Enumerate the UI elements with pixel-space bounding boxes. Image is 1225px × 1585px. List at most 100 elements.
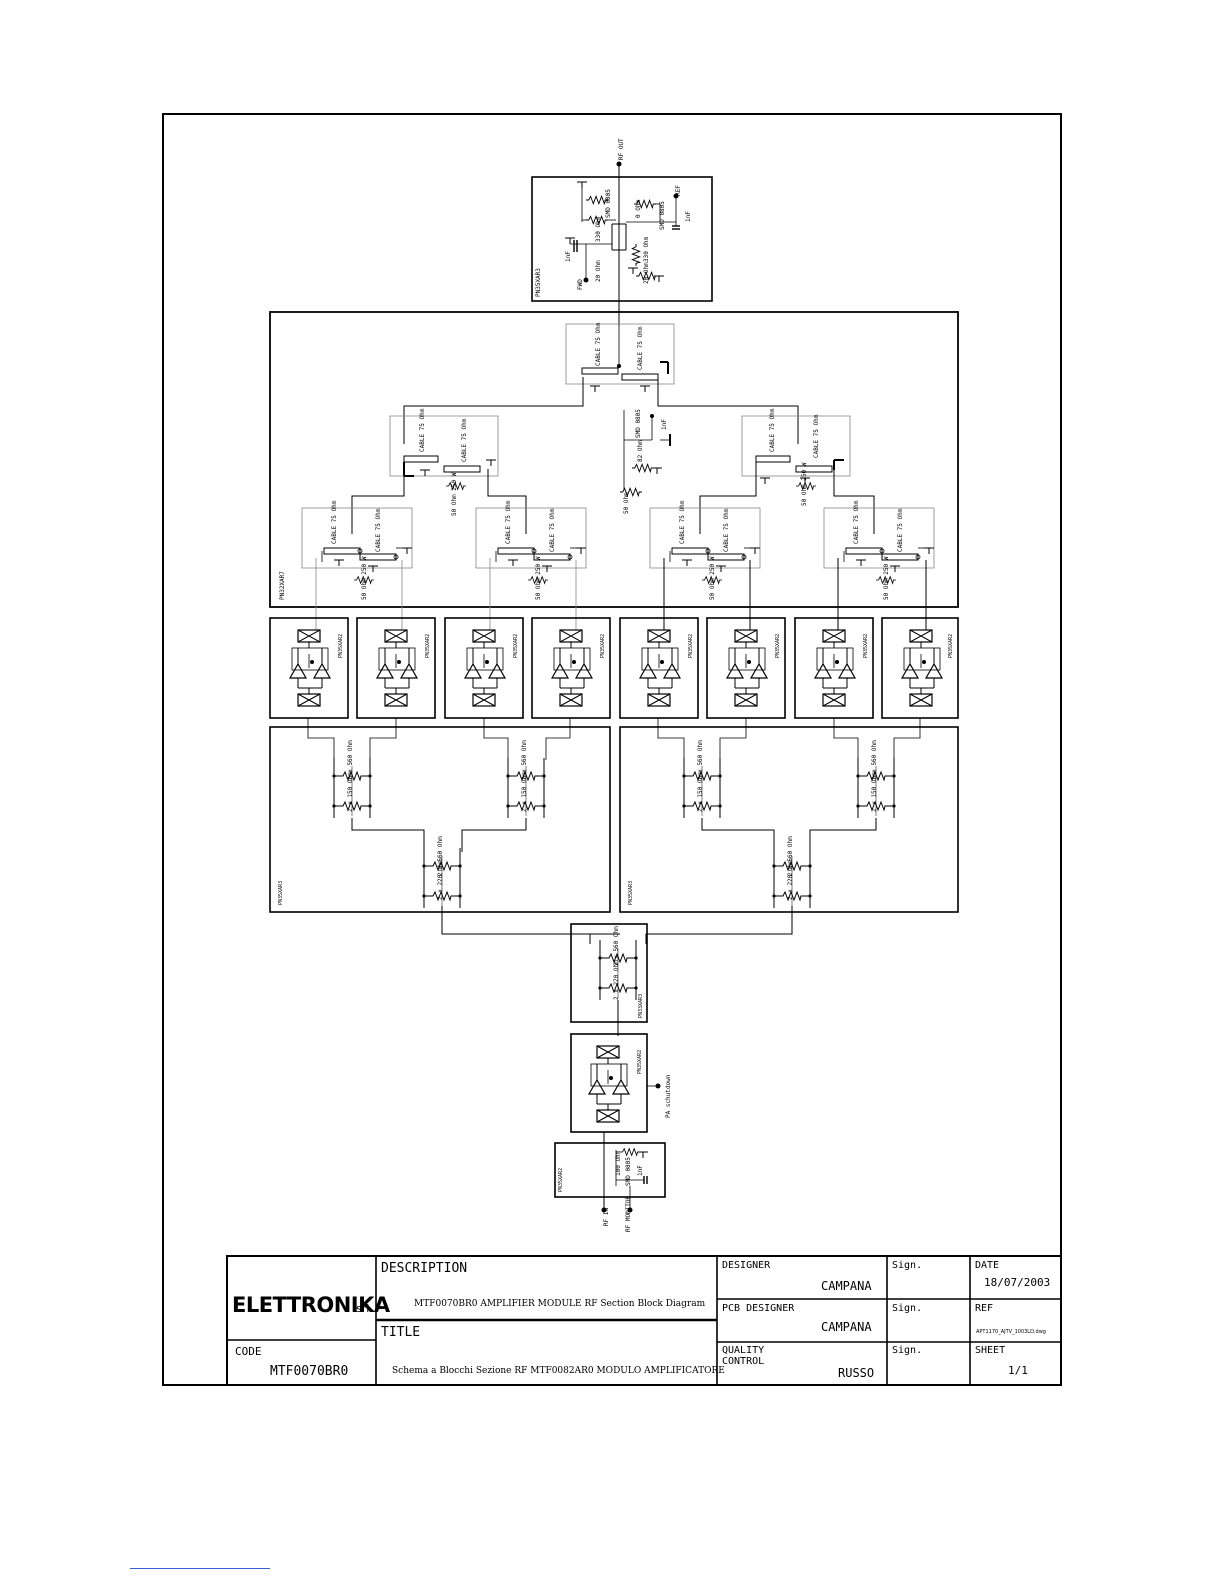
coupler-top-cap-a: 1nF bbox=[565, 251, 572, 262]
cable-l3-1a: CABLE 75 Ohm bbox=[331, 500, 338, 544]
split-left-mid-bot: 2 x 220 Ohm bbox=[437, 860, 444, 900]
coupler-top-r20a: 20 Ohm bbox=[643, 262, 650, 284]
split-right-mid-top: 2 x 560 Ohm bbox=[787, 836, 794, 876]
amplifier-row: PN35XAR2 PN35XAR2 PN35XAR2 PN35XAR2 PN35… bbox=[269, 617, 959, 719]
main-split-top: 2 x 560 Ohm bbox=[613, 926, 620, 966]
pcb-designer-label: PCB DESIGNER bbox=[722, 1303, 795, 1314]
center-res-out: 50 Ohm bbox=[623, 492, 630, 514]
svg-text:PN35XAR3: PN35XAR3 bbox=[628, 881, 634, 905]
description-label: DESCRIPTION bbox=[381, 1261, 467, 1276]
svg-text:PN35XAR2: PN35XAR2 bbox=[558, 1168, 564, 1192]
coupler-top-label: PN35XAR3 bbox=[535, 268, 542, 297]
title-block: ELETTRONIKA srl CODE MTF0070BR0 DESCRIPT… bbox=[226, 1255, 1062, 1386]
amp-module-6: PN35XAR2 bbox=[706, 617, 786, 719]
rf-out-label: RF OUT bbox=[618, 138, 625, 160]
input-r100: 100 Ohm bbox=[615, 1150, 622, 1176]
split-right-b-top: 2 x 560 Ohm bbox=[871, 740, 878, 780]
split-right-a-bot: 2 x 150 Ohm bbox=[697, 772, 704, 812]
pa-schutdown-label: PA schutdown bbox=[665, 1074, 672, 1118]
driver-amplifier: PN35XAR2 bbox=[570, 1033, 648, 1133]
amp-module-1: PN35XAR2 bbox=[269, 617, 349, 719]
designer-label: DESIGNER bbox=[722, 1260, 771, 1271]
coupler-top-r20b: 20 Ohm bbox=[595, 260, 602, 282]
sign-label-2: Sign. bbox=[892, 1303, 922, 1314]
cable-label-top-a: CABLE 75 Ohm bbox=[595, 322, 602, 366]
rf-in-terminal bbox=[601, 1207, 607, 1213]
svg-text:PN35XAR2: PN35XAR2 bbox=[863, 634, 869, 658]
cable-l3-4a: CABLE 75 Ohm bbox=[853, 500, 860, 544]
load-l3-3: 50 Ohm 250 W bbox=[709, 556, 716, 600]
amp-module-7: PN35XAR2 bbox=[794, 617, 874, 719]
coupler-top-cap-b: 1nF bbox=[685, 211, 692, 222]
sheet-value: 1/1 bbox=[1008, 1364, 1028, 1377]
input-smd: SMD 0805 bbox=[625, 1157, 632, 1186]
svg-text:PN35XAR2: PN35XAR2 bbox=[600, 634, 606, 658]
split-right-a-top: 2 x 560 Ohm bbox=[697, 740, 704, 780]
amp-module-5: PN35XAR2 bbox=[619, 617, 699, 719]
ref-label-tb: REF bbox=[975, 1303, 993, 1314]
cable-label-l2-a: CABLE 75 Ohm bbox=[419, 408, 426, 452]
coupler-top-smd-b: SMD 0805 bbox=[659, 201, 666, 230]
sign-label-3: Sign. bbox=[892, 1345, 922, 1356]
input-coupler-block: PN35XAR2 100 Ohm SMD 0805 1nF bbox=[554, 1132, 666, 1210]
center-r82: 82 Ohm bbox=[637, 440, 644, 462]
drawing-border bbox=[162, 113, 1062, 1386]
splitter-right: PN35XAR3 2 x 560 Ohm 2 x 150 Ohm 2 x 560… bbox=[619, 718, 959, 913]
cable-l3-1b: CABLE 75 Ohm bbox=[375, 508, 382, 552]
svg-text:srl: srl bbox=[356, 1302, 369, 1315]
load-label-l2: 50 Ohm 250 W bbox=[451, 472, 458, 516]
designer-value: CAMPANA bbox=[821, 1279, 872, 1293]
cable-label-top-b: CABLE 75 Ohm bbox=[637, 326, 644, 370]
rf-in-label: RF IN bbox=[603, 1208, 610, 1226]
sheet-label: SHEET bbox=[975, 1345, 1005, 1356]
cable-label-r2-a: CABLE 75 Ohm bbox=[769, 408, 776, 452]
sign-label-1: Sign. bbox=[892, 1260, 922, 1271]
cable-label-r2-b: CABLE 75 Ohm bbox=[813, 414, 820, 458]
main-splitter: 2 x 560 Ohm 2 x 220 Ohm PN33XAR3 bbox=[570, 923, 648, 1036]
pa-schutdown-terminal bbox=[655, 1083, 661, 1089]
footer-rule bbox=[130, 1568, 270, 1569]
svg-text:PN35XAR2: PN35XAR2 bbox=[338, 634, 344, 658]
split-right-mid-bot: 2 x 220 Ohm bbox=[787, 860, 794, 900]
combiner-block: PN32XAR7 CABLE 75 Ohm CABLE 75 Ohm SMD 0… bbox=[269, 311, 959, 630]
main-split-bot: 2 x 220 Ohm bbox=[613, 960, 620, 1000]
cable-label-l2-b: CABLE 75 Ohm bbox=[461, 418, 468, 462]
combiner-label: PN32XAR7 bbox=[279, 571, 286, 600]
rf-monitor-label: RF MONITOR bbox=[625, 1195, 632, 1232]
description-value: MTF0070BR0 AMPLIFIER MODULE RF Section B… bbox=[414, 1299, 706, 1309]
center-smd: SMD 0805 bbox=[635, 409, 642, 438]
svg-text:PN35XAR2: PN35XAR2 bbox=[775, 634, 781, 658]
cable-l3-3a: CABLE 75 Ohm bbox=[679, 500, 686, 544]
amp-module-2: PN35XAR2 bbox=[356, 617, 436, 719]
load-label-r2: 50 Ohm 250 W bbox=[801, 462, 808, 506]
split-right-b-bot: 2 x 150 Ohm bbox=[871, 772, 878, 812]
load-l3-1: 50 Ohm 250 W bbox=[361, 556, 368, 600]
splitter-left: PN35XAR3 2 x 560 Ohm 2 x 150 Ohm 2 x 560… bbox=[269, 718, 620, 935]
svg-text:PN35XAR2: PN35XAR2 bbox=[513, 634, 519, 658]
output-coupler-block: PN35XAR3 330 Ohm SMD 0805 0 Ohm SMD 0805… bbox=[531, 176, 713, 302]
code-label: CODE bbox=[235, 1345, 262, 1358]
amp-module-8: PN35XAR2 bbox=[881, 617, 959, 719]
split-left-mid-top: 2 x 560 Ohm bbox=[437, 836, 444, 876]
input-cap: 1nF bbox=[637, 1165, 644, 1176]
date-label: DATE bbox=[975, 1260, 999, 1271]
coupler-top-r330b: 330 Ohm bbox=[643, 236, 650, 262]
rf-monitor-terminal bbox=[627, 1207, 633, 1213]
load-l3-2: 50 Ohm 250 W bbox=[535, 556, 542, 600]
coupler-top-r0: 0 Ohm bbox=[635, 200, 642, 218]
title-label: TITLE bbox=[381, 1325, 420, 1340]
coupler-top-smd-a: SMD 0805 bbox=[605, 189, 612, 218]
cable-l3-2a: CABLE 75 Ohm bbox=[505, 500, 512, 544]
date-value: 18/07/2003 bbox=[984, 1276, 1050, 1289]
cable-l3-3b: CABLE 75 Ohm bbox=[723, 508, 730, 552]
qc-label-2: CONTROL bbox=[722, 1356, 764, 1367]
svg-text:PN35XAR2: PN35XAR2 bbox=[688, 634, 694, 658]
main-split-label: PN33XAR3 bbox=[638, 994, 644, 1018]
split-left-a-top: 2 x 560 Ohm bbox=[347, 740, 354, 780]
ref-label: REF bbox=[675, 185, 682, 196]
rf-out-terminal bbox=[616, 161, 622, 167]
svg-text:PN35XAR3: PN35XAR3 bbox=[278, 881, 284, 905]
svg-text:PN35XAR2: PN35XAR2 bbox=[948, 634, 954, 658]
svg-text:PN35XAR2: PN35XAR2 bbox=[637, 1050, 643, 1074]
